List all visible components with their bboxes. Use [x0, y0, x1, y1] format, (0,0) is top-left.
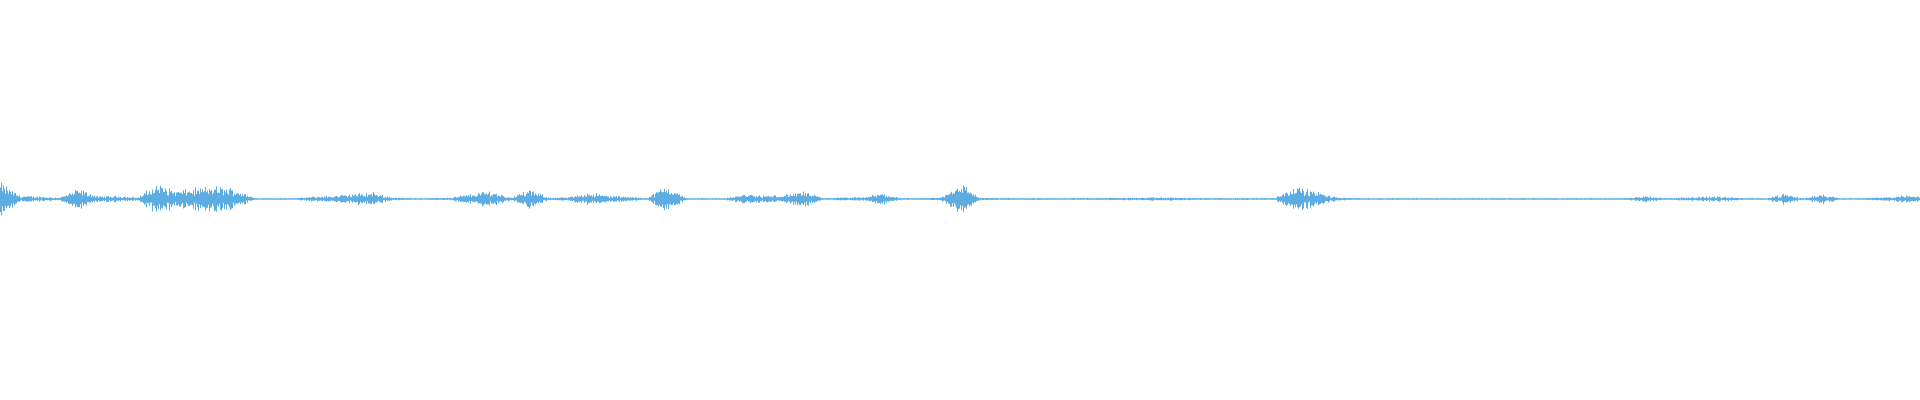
- waveform-samples: [0, 182, 1920, 216]
